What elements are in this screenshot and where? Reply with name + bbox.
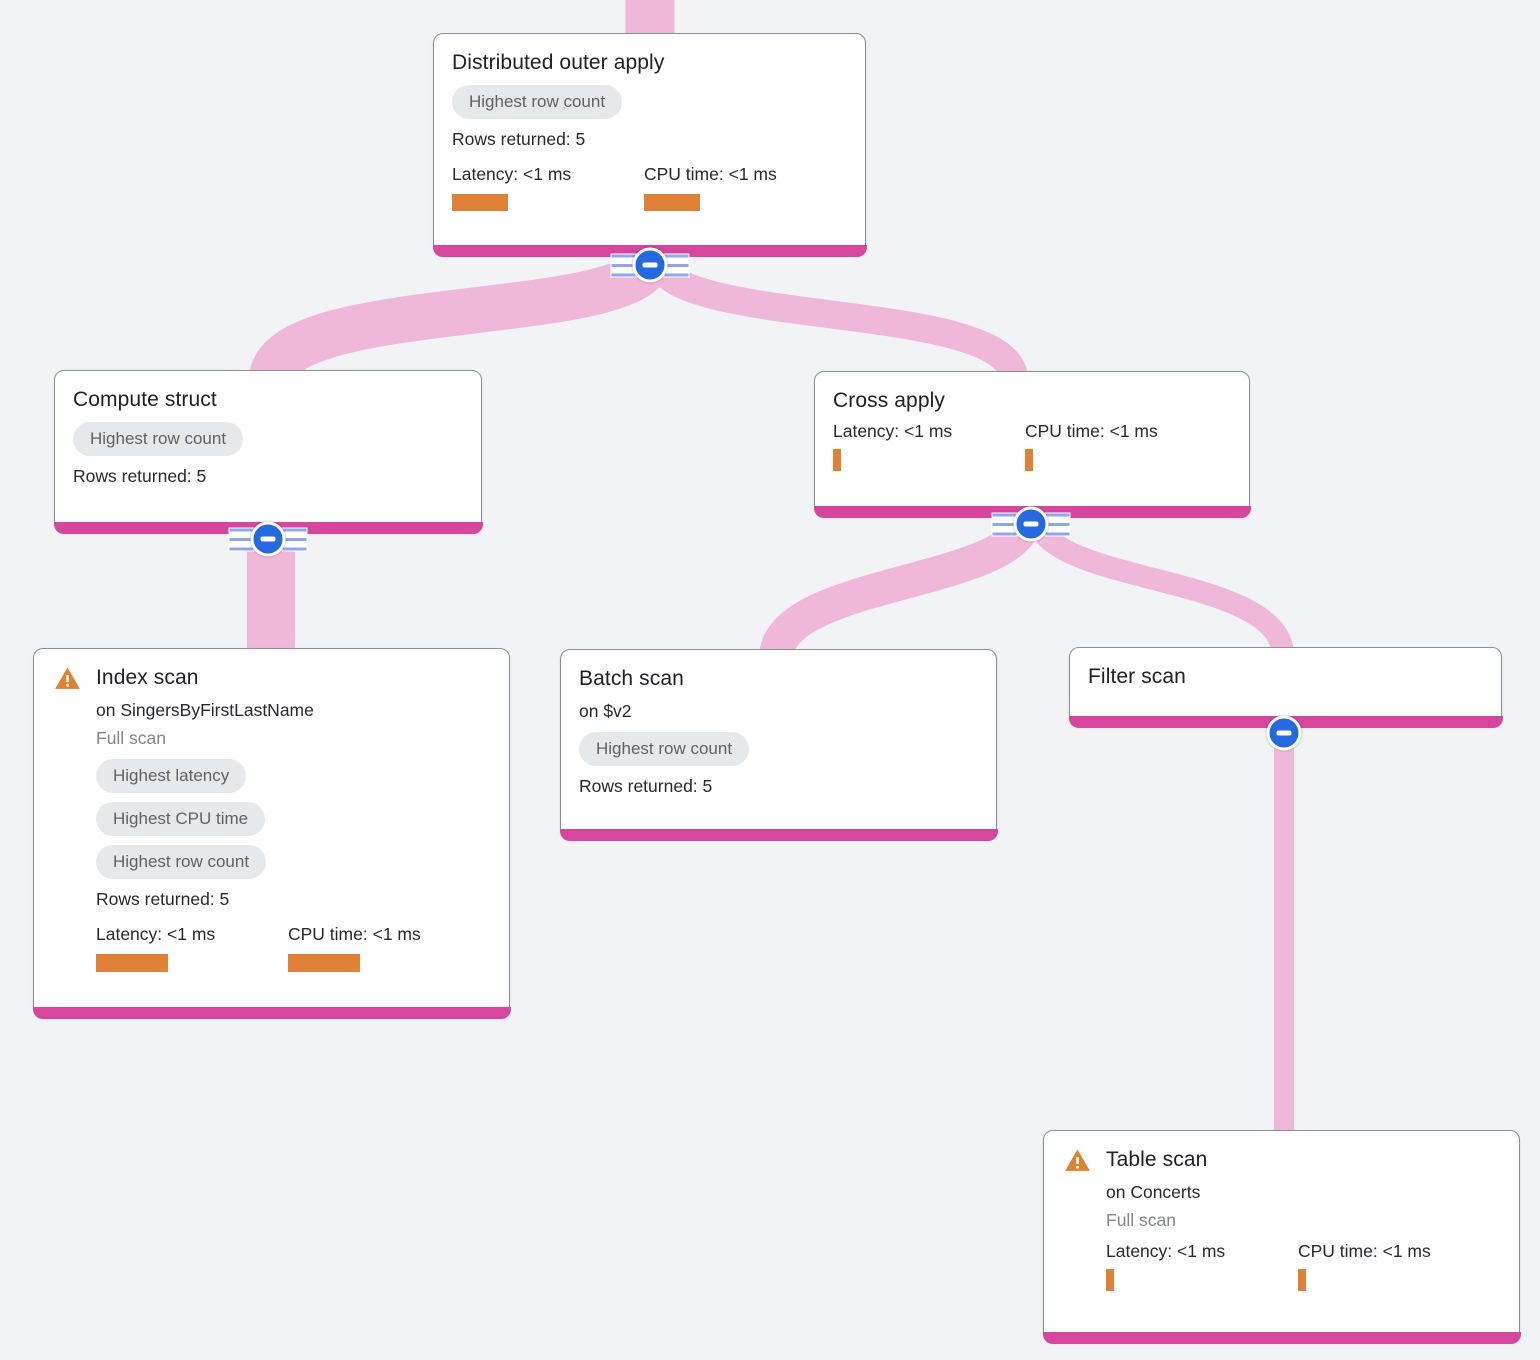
- node-title: Filter scan: [1088, 665, 1186, 688]
- collapse-minus-icon: [1266, 715, 1302, 751]
- node-title: Batch scan: [579, 667, 684, 690]
- node-accent-strip: [559, 828, 998, 841]
- warning-icon: [1064, 1147, 1091, 1174]
- cpu-time-label: CPU time: <1 ms: [288, 924, 421, 944]
- badge-highest-cpu-time: Highest CPU time: [96, 802, 266, 836]
- node-accent-strip: [1042, 1331, 1521, 1344]
- node-title: Cross apply: [833, 389, 945, 412]
- latency-bar: [96, 954, 168, 972]
- row-volume-grip-right: [1045, 513, 1070, 535]
- collapse-button-distributed-outer-apply[interactable]: [611, 247, 689, 283]
- badge-highest-latency: Highest latency: [96, 759, 247, 793]
- latency-bar: [1106, 1269, 1114, 1291]
- latency-label: Latency: <1 ms: [452, 164, 572, 184]
- node-title: Table scan: [1106, 1148, 1208, 1171]
- rows-returned: Rows returned: 5: [73, 466, 207, 486]
- node-title: Index scan: [96, 666, 199, 689]
- collapse-button-filter-scan[interactable]: [1266, 715, 1302, 751]
- cpu-time-bar: [1025, 449, 1033, 471]
- latency-bar: [452, 194, 508, 211]
- badge-highest-row-count: Highest row count: [579, 732, 750, 766]
- node-compute-struct[interactable]: Compute struct Highest row count Rows re…: [53, 370, 483, 534]
- latency-label: Latency: <1 ms: [96, 924, 216, 944]
- rows-returned: Rows returned: 5: [579, 776, 713, 796]
- scan-type: Full scan: [1106, 1210, 1177, 1230]
- badge-highest-row-count: Highest row count: [73, 422, 244, 456]
- link-doa-compute-struct: [249, 250, 673, 385]
- badge-highest-row-count: Highest row count: [452, 85, 623, 119]
- row-volume-grip-left: [992, 513, 1017, 535]
- badge-highest-row-count: Highest row count: [96, 845, 267, 879]
- node-index-scan[interactable]: Index scan on SingersByFirstLastName Ful…: [32, 648, 511, 1019]
- node-cross-apply[interactable]: Cross apply Latency: <1 ms CPU time: <1 …: [813, 371, 1251, 518]
- scan-target: on Concerts: [1106, 1182, 1201, 1202]
- scan-target: on SingersByFirstLastName: [96, 700, 314, 720]
- node-accent-strip: [32, 1006, 511, 1019]
- node-title: Distributed outer apply: [452, 51, 665, 74]
- node-batch-scan[interactable]: Batch scan on $v2 Highest row count Rows…: [559, 649, 998, 841]
- cpu-time-label: CPU time: <1 ms: [1298, 1241, 1431, 1261]
- link-cross-apply-filter-scan: [1026, 513, 1294, 658]
- scan-target: on $v2: [579, 701, 632, 721]
- node-distributed-outer-apply[interactable]: Distributed outer apply Highest row coun…: [432, 33, 867, 257]
- cpu-time-label: CPU time: <1 ms: [644, 164, 777, 184]
- warning-icon: [54, 665, 81, 692]
- collapse-minus-icon: [1013, 506, 1049, 542]
- link-cross-apply-batch-scan: [759, 512, 1043, 661]
- rows-returned: Rows returned: 5: [96, 889, 230, 909]
- collapse-minus-icon: [632, 247, 668, 283]
- node-table-scan[interactable]: Table scan on Concerts Full scan Latency…: [1042, 1130, 1521, 1344]
- link-doa-cross-apply: [643, 253, 1028, 383]
- latency-label: Latency: <1 ms: [833, 421, 953, 441]
- row-volume-grip-left: [611, 254, 636, 276]
- cpu-time-bar: [644, 194, 700, 211]
- node-title: Compute struct: [73, 388, 217, 411]
- cpu-time-bar: [1298, 1269, 1306, 1291]
- collapse-button-cross-apply[interactable]: [992, 506, 1070, 542]
- cpu-time-label: CPU time: <1 ms: [1025, 421, 1158, 441]
- row-volume-grip-left: [229, 528, 254, 550]
- latency-label: Latency: <1 ms: [1106, 1241, 1226, 1261]
- row-volume-grip-right: [282, 528, 307, 550]
- collapse-minus-icon: [250, 521, 286, 557]
- latency-bar: [833, 449, 841, 471]
- scan-type: Full scan: [96, 728, 167, 748]
- collapse-button-compute-struct[interactable]: [229, 521, 307, 557]
- row-volume-grip-right: [664, 254, 689, 276]
- cpu-time-bar: [288, 954, 360, 972]
- rows-returned: Rows returned: 5: [452, 129, 586, 149]
